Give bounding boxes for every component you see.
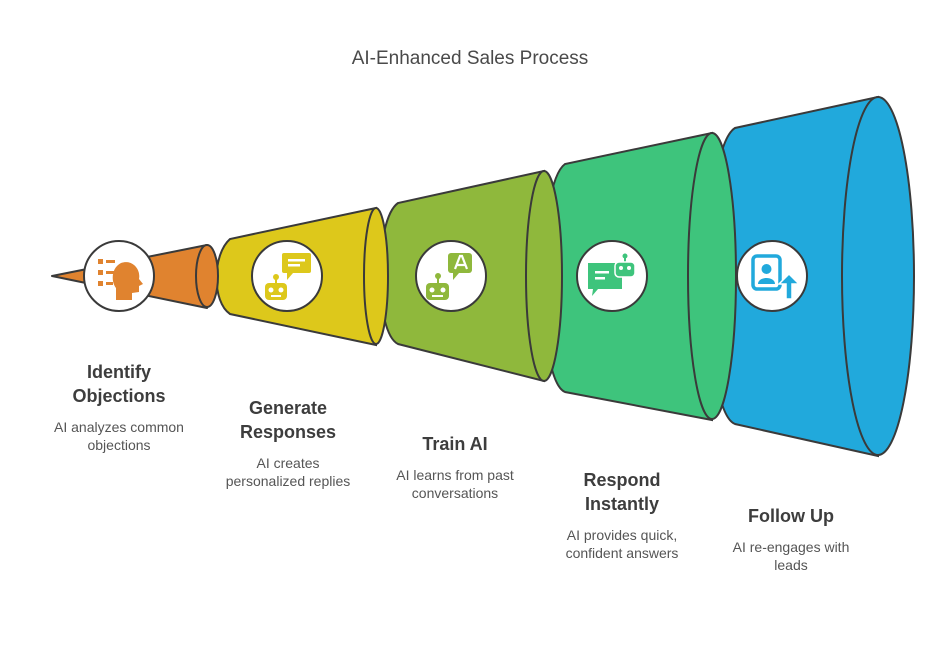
step-description: AI learns from past conversations bbox=[380, 466, 530, 502]
profile-upload-icon bbox=[736, 240, 808, 312]
step-description: AI provides quick, confident answers bbox=[546, 526, 698, 562]
stage-identify-objections-rim bbox=[195, 244, 219, 308]
stage-train-ai-rim bbox=[525, 170, 563, 382]
robot-letter-bubble-icon bbox=[415, 240, 487, 312]
step-description-line: AI analyzes common bbox=[54, 419, 184, 435]
step-description-line: AI learns from past bbox=[396, 467, 514, 483]
step-title: Generate Responses bbox=[213, 396, 363, 444]
diagram-title: AI-Enhanced Sales Process bbox=[351, 48, 589, 69]
step-title: Follow Up bbox=[715, 504, 867, 528]
step-generate-responses: Generate Responses AI creates personaliz… bbox=[213, 396, 363, 490]
step-respond-instantly: Respond Instantly AI provides quick, con… bbox=[546, 468, 698, 562]
step-identify-objections: Identify Objections AI analyzes common o… bbox=[45, 360, 193, 454]
step-title-line: Follow Up bbox=[748, 506, 834, 526]
stage-respond-instantly-rim bbox=[687, 132, 737, 420]
robot-message-icon bbox=[251, 240, 323, 312]
robot-chat-icon bbox=[576, 240, 648, 312]
step-title-line: Responses bbox=[239, 422, 337, 442]
step-description-line: objections bbox=[87, 437, 151, 453]
step-follow-up: Follow Up AI re-engages with leads bbox=[715, 504, 867, 574]
step-title: Respond Instantly bbox=[546, 468, 698, 516]
step-title-line: Generate bbox=[248, 398, 328, 418]
step-description-line: AI re-engages with bbox=[732, 539, 850, 555]
step-description-line: AI creates bbox=[256, 455, 320, 471]
stage-generate-responses-rim bbox=[363, 207, 389, 345]
step-description: AI analyzes common objections bbox=[45, 418, 193, 454]
step-title-line: Instantly bbox=[584, 494, 659, 514]
step-title-line: Objections bbox=[72, 386, 166, 406]
step-title: Train AI bbox=[380, 432, 530, 456]
step-description-line: leads bbox=[774, 557, 808, 573]
step-title-line: Identify bbox=[86, 362, 151, 382]
step-description: AI creates personalized replies bbox=[213, 454, 363, 490]
step-title-line: Respond bbox=[583, 470, 661, 490]
step-description-line: confident answers bbox=[565, 545, 679, 561]
step-description: AI re-engages with leads bbox=[715, 538, 867, 574]
step-description-line: personalized replies bbox=[225, 473, 351, 489]
step-description-line: conversations bbox=[411, 485, 499, 501]
checklist-head-icon bbox=[83, 240, 155, 312]
step-title: Identify Objections bbox=[45, 360, 193, 408]
step-description-line: AI provides quick, bbox=[566, 527, 678, 543]
step-title-line: Train AI bbox=[422, 434, 488, 454]
step-train-ai: Train AI AI learns from past conversatio… bbox=[380, 432, 530, 502]
stage-follow-up-rim bbox=[841, 96, 915, 456]
